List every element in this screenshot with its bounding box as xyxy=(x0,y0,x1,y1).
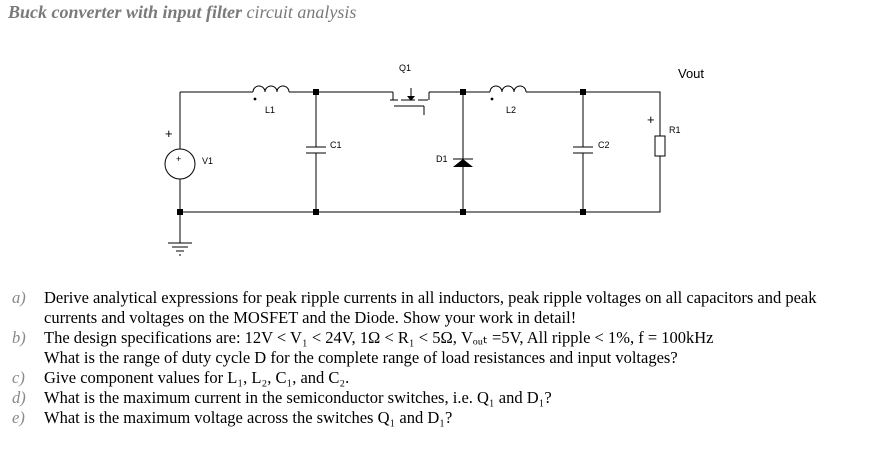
question-letter: c) xyxy=(12,368,25,387)
l2-dot xyxy=(490,97,494,101)
question-b: b) The design specifications are: 12V < … xyxy=(10,328,866,368)
question-letter: a) xyxy=(12,288,26,307)
question-b-line1: The design specifications are: 12V < V₁ … xyxy=(44,328,714,347)
d1-diode xyxy=(453,92,473,212)
r1-plus-sign: + xyxy=(647,112,655,127)
c1-capacitor xyxy=(306,92,326,212)
question-letter: d) xyxy=(12,388,26,407)
label-l1: L1 xyxy=(265,105,275,115)
v1-plus-inner: + xyxy=(176,154,181,164)
questions-list: a) Derive analytical expressions for pea… xyxy=(10,288,866,428)
label-r1: R1 xyxy=(669,125,681,135)
question-b-line2: What is the range of duty cycle D for th… xyxy=(44,348,678,367)
q1-mosfet-arrow xyxy=(407,96,415,101)
label-v1: V1 xyxy=(202,156,213,166)
question-e: e) What is the maximum voltage across th… xyxy=(10,408,866,428)
question-a: a) Derive analytical expressions for pea… xyxy=(10,288,866,328)
c2-capacitor xyxy=(573,92,593,212)
title-bold: Buck converter with input filter xyxy=(8,2,243,22)
question-letter: b) xyxy=(12,328,26,347)
junction-node xyxy=(177,209,183,215)
question-text: The design specifications are: 12V < V₁ … xyxy=(44,328,866,368)
question-text: Give component values for L₁, L₂, C₁, an… xyxy=(44,368,350,387)
label-l2: L2 xyxy=(506,105,516,115)
ground-symbol xyxy=(168,242,192,256)
wire-top-right xyxy=(526,91,661,136)
title-rest: circuit analysis xyxy=(246,2,357,22)
label-d1: D1 xyxy=(436,154,448,164)
question-text: What is the maximum voltage across the s… xyxy=(44,408,453,427)
junction-node xyxy=(460,89,466,95)
page-title: Buck converter with input filter circuit… xyxy=(8,2,356,23)
label-c2: C2 xyxy=(598,140,610,150)
junction-node xyxy=(460,209,466,215)
v1-source xyxy=(164,148,196,180)
circuit-diagram: Q1 L1 L2 C1 C2 D1 V1 R1 Vout + + + xyxy=(164,63,704,256)
question-letter: e) xyxy=(12,408,25,427)
label-c1: C1 xyxy=(330,140,342,150)
junction-node xyxy=(313,209,319,215)
l1-inductor xyxy=(252,85,290,93)
d1-diode-triangle xyxy=(453,159,473,167)
q1-mosfet xyxy=(390,88,430,115)
label-vout: Vout xyxy=(678,66,704,81)
l2-inductor xyxy=(489,85,527,93)
question-text: What is the maximum current in the semic… xyxy=(44,388,552,407)
l1-dot xyxy=(253,97,257,101)
question-text: Derive analytical expressions for peak r… xyxy=(44,288,817,327)
question-d: d) What is the maximum current in the se… xyxy=(10,388,866,408)
junction-node xyxy=(313,89,319,95)
junction-node xyxy=(580,209,586,215)
label-q1: Q1 xyxy=(399,63,411,73)
junction-node xyxy=(580,89,586,95)
question-c: c) Give component values for L₁, L₂, C₁,… xyxy=(10,368,866,388)
v1-plus-outer: + xyxy=(165,126,173,141)
wire-bottom xyxy=(180,156,661,213)
r1-resistor xyxy=(654,135,666,157)
